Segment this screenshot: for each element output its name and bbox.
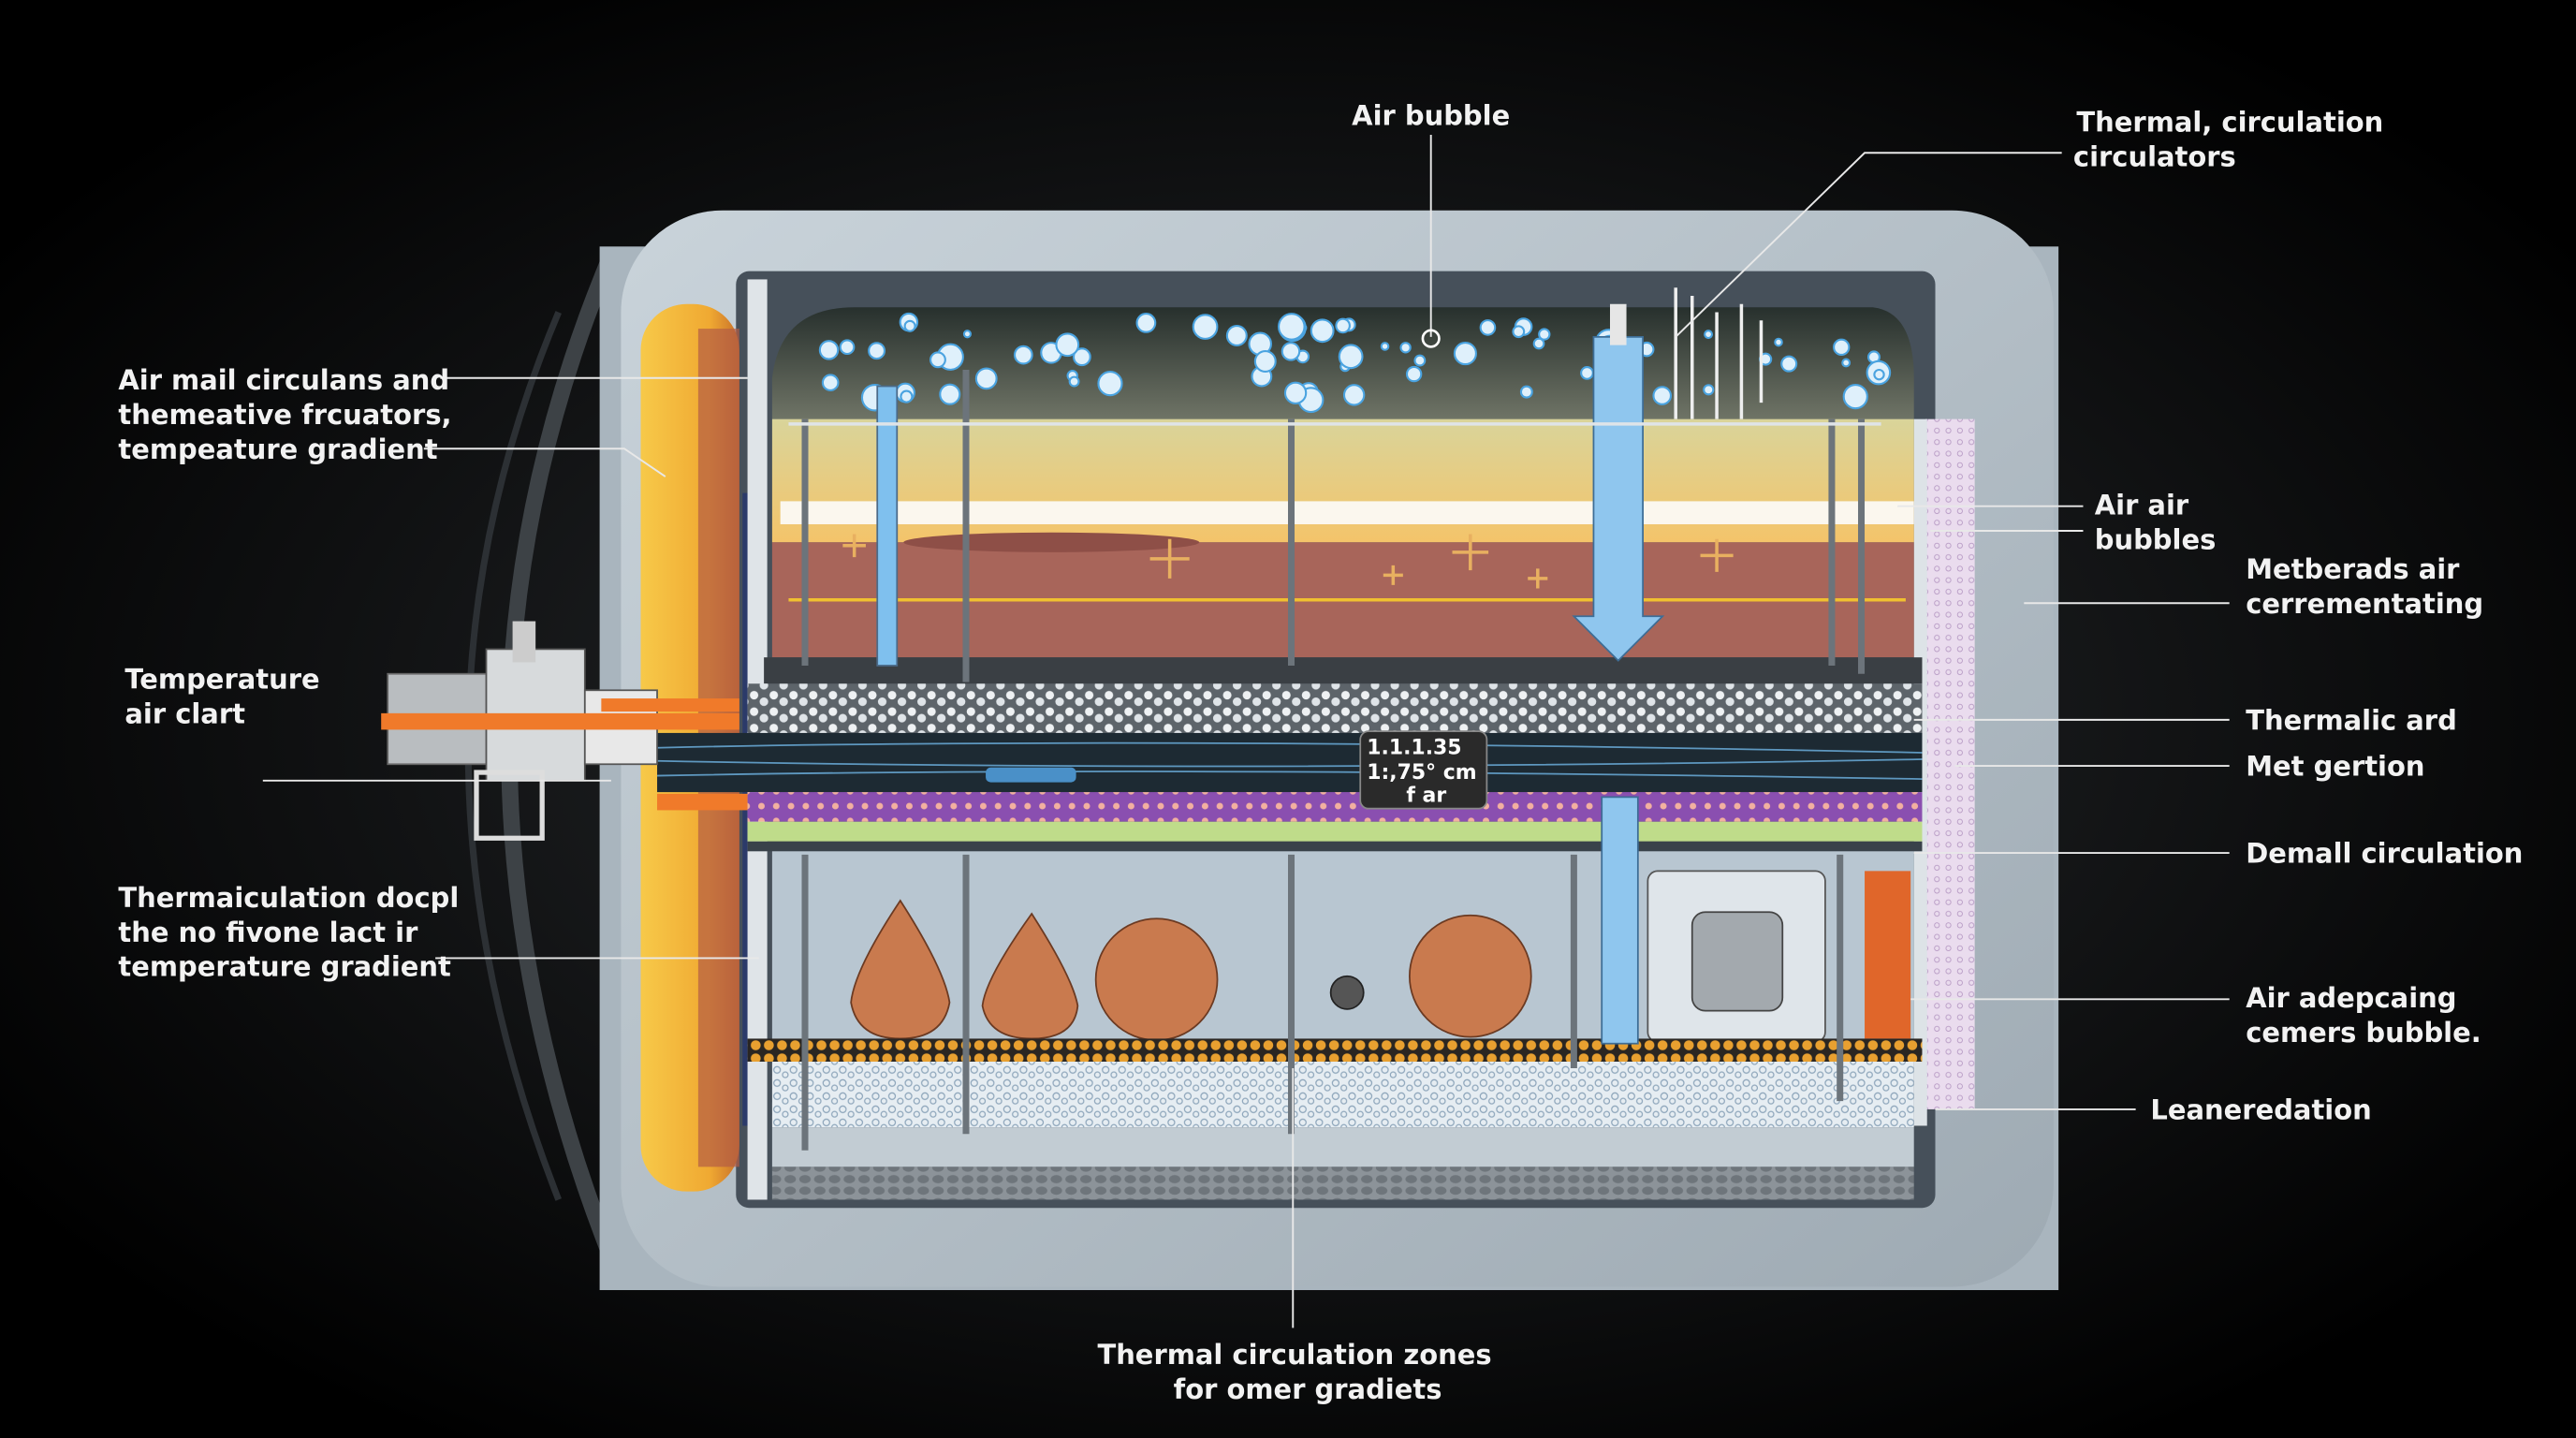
bubble [1342, 384, 1366, 406]
bubble [1310, 318, 1335, 344]
bubble [929, 351, 946, 369]
bubble [1774, 337, 1783, 347]
bubble [839, 339, 856, 356]
label-thermal-zones-2: for omer gradiets [1174, 1373, 1442, 1405]
labels: Air bubble Thermal, circulation circulat… [118, 99, 2523, 1404]
label-air-mail-3: tempeature gradient [118, 433, 437, 465]
label-temperature-2: air clart [124, 697, 245, 729]
thermometer-rod [876, 385, 899, 667]
label-leaneredation: Leaneredation [2150, 1093, 2371, 1125]
tank: 1.1.1.35 1:,75° cm f ar [599, 210, 2059, 1291]
bubble [1704, 330, 1714, 340]
label-thermal-circulators-1: Thermal, circulation [2076, 106, 2383, 138]
leader-lines [262, 134, 2230, 1328]
bubble [1013, 345, 1033, 365]
label-thermaiculation-3: temperature gradient [118, 951, 451, 983]
readout-line-3: f ar [1406, 785, 1446, 808]
air-bubbles [818, 312, 1892, 414]
label-air-mail-2: themeative frcuators, [118, 399, 451, 431]
bubble [1380, 342, 1390, 351]
bubble [1413, 354, 1427, 367]
bubble [1580, 366, 1594, 380]
bubble [939, 383, 961, 405]
bubble [1479, 319, 1497, 336]
heater-element [1865, 871, 1911, 1039]
label-demall: Demall circulation [2246, 838, 2523, 870]
inlet-pipe [381, 712, 739, 730]
bubble [1278, 313, 1306, 341]
white-gravel [771, 1062, 1914, 1128]
orange-dot-row [747, 1038, 1923, 1063]
label-metberads-1: Metberads air [2246, 553, 2460, 585]
label-met-gertion: Met gertion [2246, 751, 2424, 783]
bubble [1532, 337, 1545, 350]
support-rods [801, 369, 1866, 1151]
divider-plate [764, 657, 1923, 684]
pebble-layer [747, 683, 1923, 740]
bubble [818, 340, 840, 360]
bubble [1253, 350, 1277, 373]
bubble [1873, 368, 1885, 381]
gauge-icon [1329, 975, 1365, 1010]
label-thermal-circulators-2: circulators [2073, 140, 2236, 172]
bubble [1841, 358, 1852, 368]
channel-sensor [986, 767, 1076, 783]
label-air-air-1: Air air [2095, 489, 2189, 521]
bubble [1283, 381, 1308, 404]
bubble [1055, 332, 1080, 358]
bottom-gravel [771, 1167, 1914, 1200]
insulation-wall-right [1925, 418, 1975, 1109]
air-bubble-marker [1421, 329, 1441, 348]
bubble [1405, 365, 1423, 383]
label-air-bubble: Air bubble [1352, 99, 1510, 131]
inlet-device [381, 621, 748, 841]
bubble [1281, 342, 1301, 361]
green-band [747, 821, 1923, 842]
bubble [1225, 324, 1248, 346]
bubble [1833, 338, 1851, 357]
label-air-adepcaing-1: Air adepcaing [2246, 982, 2456, 1014]
label-metberads-2: cerrementating [2246, 588, 2483, 620]
bubble [900, 389, 914, 404]
bubble [821, 374, 840, 392]
bubble [1652, 386, 1673, 405]
bubble [1072, 347, 1091, 367]
label-thermalic: Thermalic ard [2246, 704, 2457, 736]
bubble [1135, 313, 1157, 333]
bubble [1097, 370, 1123, 397]
bubble [1068, 375, 1080, 388]
label-thermaiculation-1: Thermaiculation docpl [118, 882, 459, 914]
readout-line-2: 1:,75° cm [1367, 761, 1476, 785]
label-thermaiculation-2: the no fivone lact ir [118, 917, 418, 948]
bubble [1780, 355, 1798, 373]
label-thermal-zones-1: Thermal circulation zones [1097, 1339, 1491, 1371]
circulator-probes [1674, 287, 1764, 419]
lower-probe [1601, 796, 1639, 1045]
bubble [1512, 325, 1526, 339]
cross-markers [842, 534, 1734, 589]
label-temperature-1: Temperature [124, 664, 319, 696]
label-air-adepcaing-2: cemers bubble. [2246, 1017, 2481, 1049]
bubble [1538, 328, 1551, 341]
label-air-air-2: bubbles [2095, 523, 2217, 555]
specimen-shapes [850, 899, 1532, 1042]
readout-line-1: 1.1.1.35 [1367, 737, 1461, 760]
readout-display [1359, 730, 1488, 810]
bubble [974, 367, 998, 390]
bubble [1399, 342, 1412, 354]
bubble [1842, 384, 1868, 410]
bubble [1338, 344, 1364, 370]
bubble [962, 330, 973, 339]
label-air-mail-1: Air mail circulans and [118, 364, 449, 396]
bubble [868, 342, 886, 360]
bubble [1192, 314, 1219, 340]
bubble [1453, 342, 1477, 366]
purple-band [747, 792, 1923, 822]
circulation-arrow-down [1572, 335, 1665, 662]
bubble [1335, 317, 1351, 334]
bubble [1703, 384, 1715, 396]
bubble [1519, 385, 1533, 399]
bubble [903, 319, 916, 332]
